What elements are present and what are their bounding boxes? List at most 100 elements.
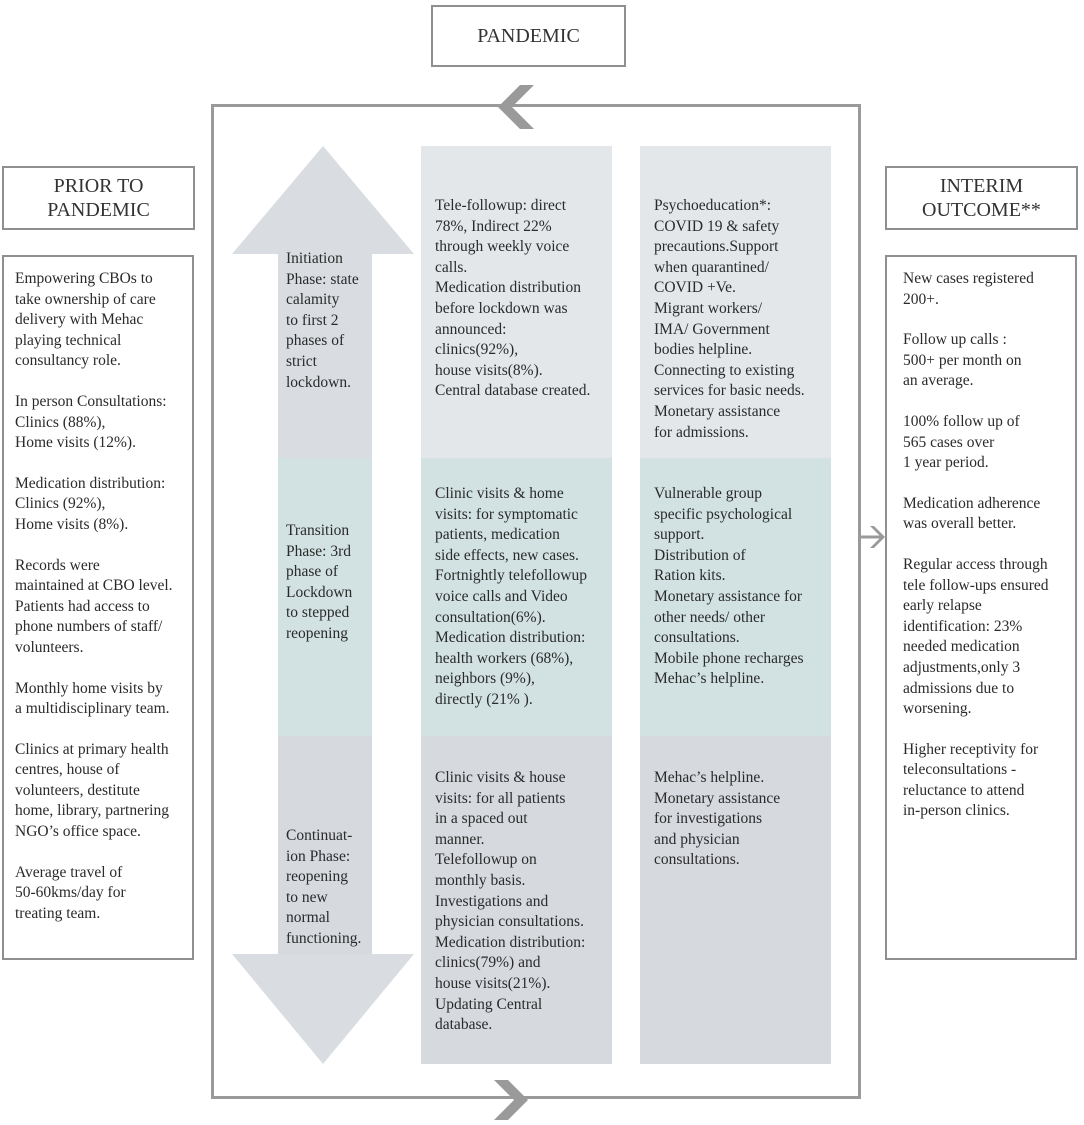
col1-line: before lockdown was bbox=[435, 299, 568, 317]
prior-line: 50-60kms/day for bbox=[15, 884, 126, 902]
col2-line: other needs/ other bbox=[654, 608, 766, 626]
prior-line: maintained at CBO level. bbox=[15, 577, 173, 595]
outcome-line: adjustments,only 3 bbox=[903, 658, 1021, 676]
outcome-line: Follow up calls : bbox=[903, 331, 1007, 349]
header-title: PANDEMIC bbox=[477, 25, 580, 47]
col1-line: visits: for all patients bbox=[435, 789, 566, 807]
prior-paragraph: Medication distribution:Clinics (92%),Ho… bbox=[15, 474, 192, 536]
col2-line: consultations. bbox=[654, 851, 740, 869]
col2-line: for investigations bbox=[654, 810, 763, 828]
col1-line: through weekly voice bbox=[435, 238, 570, 256]
prior-line: home, library, partnering bbox=[15, 802, 169, 820]
phase-line: ion Phase: bbox=[286, 847, 351, 865]
col1-line: Clinic visits & home bbox=[435, 485, 564, 502]
col1-line: house visits(8%). bbox=[435, 361, 543, 379]
outcome-line: teleconsultations - bbox=[903, 761, 1017, 779]
col1-line: announced: bbox=[435, 320, 507, 338]
prior-line: Empowering CBOs to bbox=[15, 270, 153, 287]
col1-line: side effects, new cases. bbox=[435, 546, 579, 564]
col2-line: for admissions. bbox=[654, 423, 749, 441]
col2-line: and physician bbox=[654, 830, 740, 848]
phase-line: Lockdown bbox=[286, 583, 353, 601]
col2-line: specific psychological bbox=[654, 505, 793, 523]
prior-line: Medication distribution: bbox=[15, 474, 166, 492]
col1-line: Telefollowup on bbox=[435, 851, 537, 869]
phase-line: normal bbox=[286, 909, 330, 927]
col2-line: COVID 19 & safety bbox=[654, 217, 780, 235]
phase-label-transition: Transition Phase: 3rd phase of Lockdown to … bbox=[286, 521, 376, 645]
outcome-line: in-person clinics. bbox=[903, 802, 1010, 820]
bidirectional-arrow-icon bbox=[232, 146, 414, 1064]
col1-line: visits: for symptomatic bbox=[435, 505, 578, 523]
outcome-line: an average. bbox=[903, 372, 974, 390]
prior-line: Monthly home visits by bbox=[15, 679, 163, 697]
outcome-line: 1 year period. bbox=[903, 454, 989, 472]
prior-line: a multidisciplinary team. bbox=[15, 700, 170, 718]
col2-line: IMA/ Government bbox=[654, 320, 770, 338]
col1-line: Medication distribution: bbox=[435, 933, 586, 951]
phase-line: functioning. bbox=[286, 929, 362, 947]
col1-line: Central database created. bbox=[435, 382, 591, 400]
prior-paragraph: In person Consultations:Clinics (88%),Ho… bbox=[15, 392, 192, 454]
phase-line: Transition bbox=[286, 522, 350, 539]
prior-paragraph: Empowering CBOs to take ownership of care… bbox=[15, 269, 192, 372]
col1-line: voice calls and Video bbox=[435, 587, 568, 605]
phase-line: reopening bbox=[286, 868, 348, 886]
outcome-line: was overall better. bbox=[903, 515, 1017, 533]
phase-line: phase of bbox=[286, 563, 339, 581]
col1-line: health workers (68%), bbox=[435, 649, 574, 667]
col1-line: Tele-followup: direct bbox=[435, 197, 567, 214]
col1-line: house visits(21%). bbox=[435, 974, 551, 992]
col1-initiation-cell: Tele-followup: direct 78%, Indirect 22% th… bbox=[421, 146, 612, 458]
col1-line: 78%, Indirect 22% bbox=[435, 217, 552, 235]
col1-line: manner. bbox=[435, 830, 485, 848]
prior-line: NGO’s office space. bbox=[15, 823, 141, 841]
header-box: PANDEMIC bbox=[431, 5, 626, 67]
col1-line: Investigations and bbox=[435, 892, 549, 910]
prior-line: take ownership of care bbox=[15, 290, 156, 308]
col2-line: Migrant workers/ bbox=[654, 299, 763, 317]
col2-line: services for basic needs. bbox=[654, 382, 805, 400]
col1-line: physician consultations. bbox=[435, 913, 584, 931]
main-frame bbox=[211, 104, 861, 1099]
phase-line: phases of bbox=[286, 332, 345, 350]
phase-line: calamity bbox=[286, 291, 340, 309]
col1-line: Medication distribution bbox=[435, 279, 581, 297]
col2-line: Mehac’s helpline. bbox=[654, 769, 765, 786]
col2-line: COVID +Ve. bbox=[654, 279, 736, 297]
left-header-line-1: PRIOR TO bbox=[53, 175, 144, 197]
col1-line: directly (21% ). bbox=[435, 690, 533, 708]
prior-line: centres, house of bbox=[15, 761, 120, 779]
col2-line: when quarantined/ bbox=[654, 258, 769, 276]
prior-line: consultancy role. bbox=[15, 352, 121, 370]
outcome-line: 565 cases over bbox=[903, 433, 995, 451]
prior-line: delivery with Mehac bbox=[15, 311, 144, 329]
col1-line: in a spaced out bbox=[435, 810, 528, 828]
prior-line: volunteers, destitute bbox=[15, 781, 140, 799]
prior-line: Home visits (8%). bbox=[15, 515, 129, 533]
phase-line: to new bbox=[286, 888, 328, 906]
phase-line: Continuat- bbox=[286, 827, 353, 844]
col2-line: Connecting to existing bbox=[654, 361, 795, 379]
prior-line: phone numbers of staff/ bbox=[15, 618, 163, 636]
prior-to-pandemic-box: Empowering CBOs to take ownership of care… bbox=[2, 255, 194, 960]
outcome-line: New cases registered bbox=[903, 270, 1034, 287]
outcome-line: 100% follow up of bbox=[903, 412, 1020, 430]
phase-line: Phase: state bbox=[286, 270, 359, 288]
prior-line: playing technical bbox=[15, 331, 122, 349]
outcome-line: 500+ per month on bbox=[903, 351, 1022, 369]
phase-line: Phase: 3rd bbox=[286, 542, 352, 560]
left-header-line-2: PANDEMIC bbox=[47, 199, 150, 221]
col1-line: calls. bbox=[435, 258, 468, 276]
phase-line: to stepped bbox=[286, 604, 350, 622]
